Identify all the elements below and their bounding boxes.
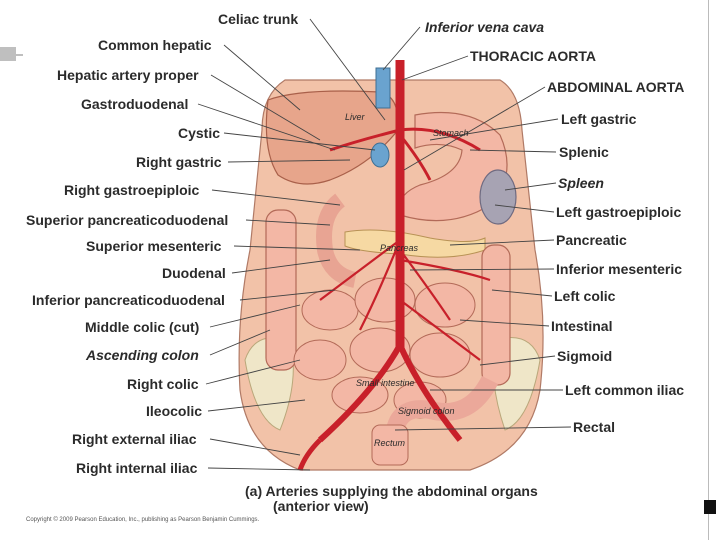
leader-line [209, 304, 301, 328]
label-inferior-mesenteric: Inferior mesenteric [556, 261, 683, 277]
slide-corner-line [16, 54, 23, 56]
leader-line [197, 103, 336, 151]
caption-part: (a) [245, 483, 263, 499]
slide-right-border [708, 0, 709, 540]
ascending-colon [265, 209, 297, 371]
leader-line [449, 239, 555, 246]
leader-line [403, 86, 546, 171]
leader-line [239, 289, 336, 301]
leader-line [469, 149, 557, 153]
leader-line [504, 182, 557, 191]
label-abdominal-aorta: ABDOMINAL AORTA [547, 79, 685, 95]
label-thoracic-aorta: THORACIC AORTA [470, 48, 596, 64]
label-right-internal-iliac: Right internal iliac [76, 460, 198, 476]
leader-line [210, 74, 321, 141]
inferior-vena-cava-vessel [375, 67, 391, 109]
label-right-colic: Right colic [127, 376, 199, 392]
label-right-gastroepiploic: Right gastroepiploic [64, 182, 200, 198]
leader-line [223, 44, 301, 111]
label-pancreatic: Pancreatic [556, 232, 627, 248]
mesenteric-branches [319, 239, 491, 361]
external-iliac-right [297, 438, 322, 471]
label-ascending-colon: Ascending colon [86, 347, 199, 363]
label-hepatic-artery-proper: Hepatic artery proper [57, 67, 199, 83]
organ-label-pancreas: Pancreas [380, 243, 419, 253]
organ-label-sigmoid-colon: Sigmoid colon [398, 406, 455, 416]
rectum [371, 424, 409, 466]
leader-line [233, 245, 361, 251]
slide-right-tab [704, 500, 716, 514]
celiac-branches [329, 127, 481, 181]
organ-label-stomach: Stomach [433, 128, 469, 138]
leader-line [207, 399, 306, 412]
label-left-colic: Left colic [554, 288, 616, 304]
label-intestinal: Intestinal [551, 318, 613, 334]
label-gastroduodenal: Gastroduodenal [81, 96, 189, 112]
leader-line [245, 219, 331, 226]
leader-line [207, 467, 311, 471]
label-superior-pancreaticoduodenal: Superior pancreaticoduodenal [26, 212, 229, 228]
label-sigmoid: Sigmoid [557, 348, 613, 364]
label-splenic: Splenic [559, 144, 609, 160]
label-cystic: Cystic [178, 125, 221, 141]
label-right-external-iliac: Right external iliac [72, 431, 197, 447]
leader-line [209, 438, 301, 456]
organ-label-small-intestine: Small intestine [356, 378, 415, 388]
label-common-hepatic: Common hepatic [98, 37, 212, 53]
leader-lines [197, 18, 572, 471]
common-iliac-right [317, 343, 403, 443]
leader-line [205, 359, 301, 385]
label-left-common-iliac: Left common iliac [565, 382, 685, 398]
label-right-gastric: Right gastric [136, 154, 222, 170]
leader-line [382, 26, 421, 71]
leader-line [429, 118, 559, 141]
leader-line [394, 426, 572, 431]
caption-line-1: Arteries supplying the abdominal organs [265, 483, 538, 499]
organ-label-rectum: Rectum [374, 438, 406, 448]
leader-line [494, 204, 555, 213]
leader-line [231, 259, 331, 274]
label-left-gastroepiploic: Left gastroepiploic [556, 204, 682, 220]
leader-line [491, 289, 553, 297]
sigmoid-colon [386, 375, 499, 433]
label-middle-colic: Middle colic (cut) [85, 319, 200, 335]
label-inferior-pancreaticoduodenal: Inferior pancreaticoduodenal [32, 292, 225, 308]
slide-corner-tab [0, 47, 16, 61]
gallbladder [370, 142, 390, 168]
caption-line-2: (anterior view) [273, 498, 369, 514]
leader-line [209, 329, 271, 356]
label-inferior-vena-cava: Inferior vena cava [425, 19, 545, 35]
copyright-notice: Copyright © 2009 Pearson Education, Inc.… [26, 517, 260, 523]
label-duodenal: Duodenal [162, 265, 226, 281]
label-superior-mesenteric: Superior mesenteric [86, 238, 222, 254]
leader-line [227, 159, 351, 163]
label-spleen: Spleen [558, 175, 604, 191]
label-celiac-trunk: Celiac trunk [218, 11, 299, 27]
figure-caption: (a) Arteries supplying the abdominal org… [245, 484, 538, 514]
leader-line [409, 268, 555, 271]
leader-line [211, 189, 341, 206]
leader-line [479, 355, 556, 366]
leader-line [223, 132, 376, 151]
spleen [479, 169, 517, 225]
leader-line [459, 319, 550, 327]
duodenum [316, 193, 357, 288]
label-rectal: Rectal [573, 419, 616, 435]
leader-line [401, 55, 469, 81]
label-ileocolic: Ileocolic [146, 403, 203, 419]
leader-line [309, 18, 386, 121]
label-left-gastric: Left gastric [561, 111, 637, 127]
organ-label-liver: Liver [345, 112, 365, 122]
